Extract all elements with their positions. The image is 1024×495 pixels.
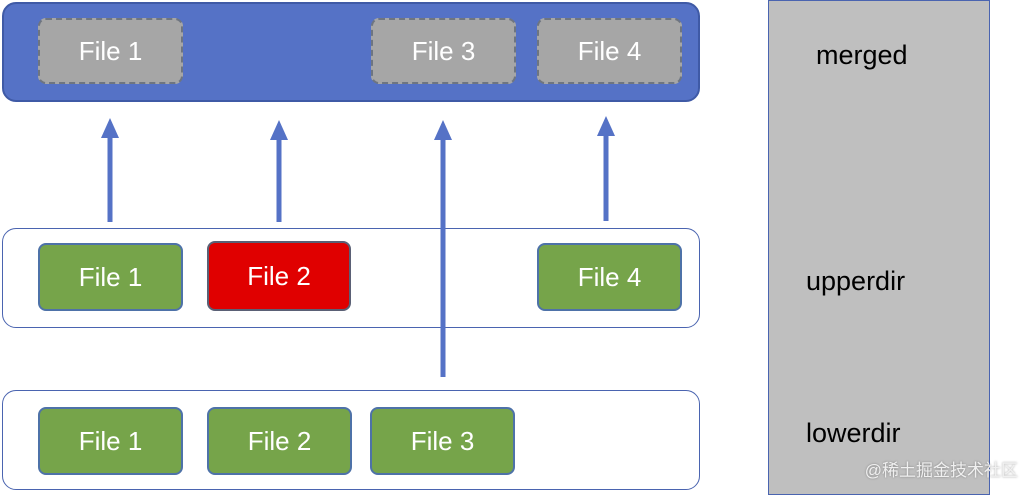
arrow-upper-file-4 xyxy=(597,116,615,221)
lowerdir-file-3: File 3 xyxy=(370,407,515,475)
upperdir-file-1: File 1 xyxy=(38,243,183,311)
arrow-upper-file-2 xyxy=(270,120,288,222)
legend-label-merged: merged xyxy=(816,40,908,70)
layer-legend-panel xyxy=(768,0,990,495)
merged-file-4: File 4 xyxy=(537,18,682,84)
merged-file-3: File 3 xyxy=(371,18,516,84)
upperdir-file-2: File 2 xyxy=(207,241,351,311)
legend-label-lowerdir: lowerdir xyxy=(806,418,901,448)
upperdir-file-4: File 4 xyxy=(537,243,682,311)
merged-file-1: File 1 xyxy=(38,18,183,84)
watermark-text: @稀土掘金技术社区 xyxy=(864,461,1018,480)
lowerdir-file-2: File 2 xyxy=(207,407,352,475)
legend-label-upperdir: upperdir xyxy=(806,266,906,296)
lowerdir-file-1: File 1 xyxy=(38,407,183,475)
arrow-upper-file-1 xyxy=(101,118,119,222)
